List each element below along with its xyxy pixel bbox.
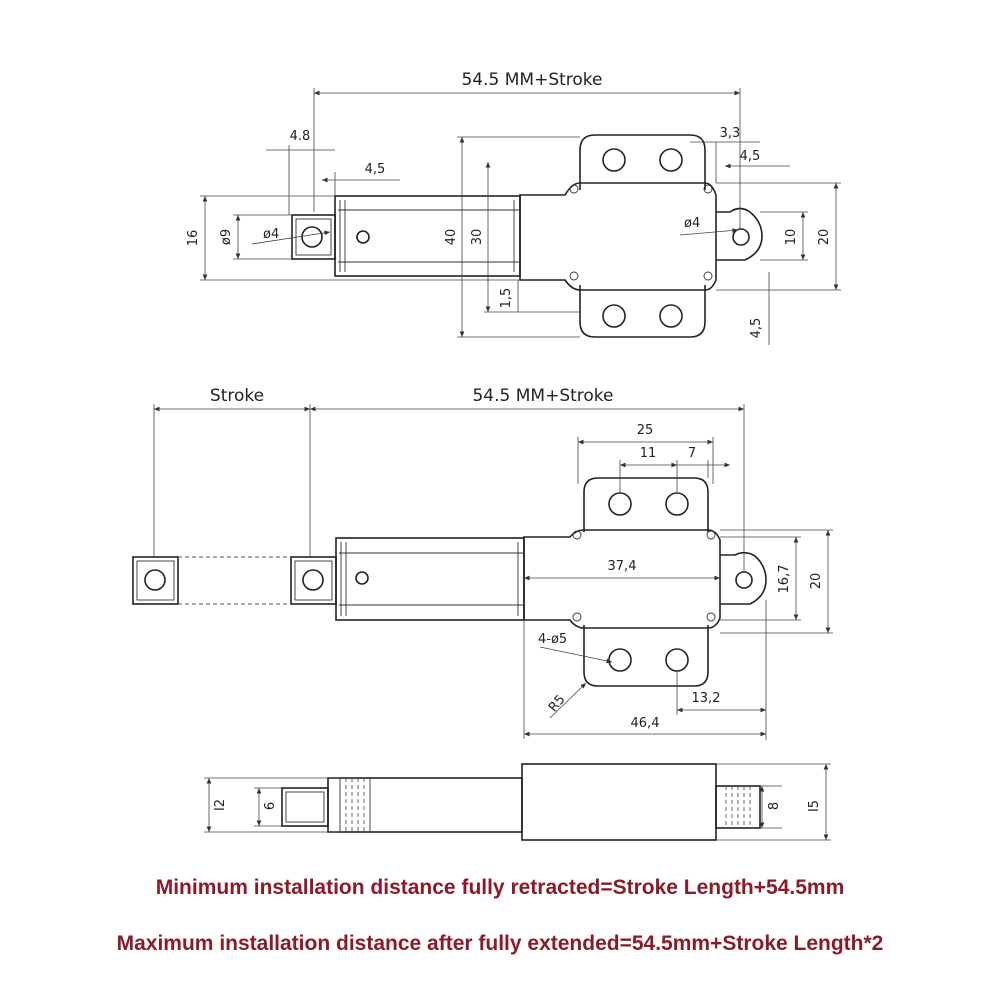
top-rod-housing [334, 195, 521, 277]
extended-view: Stroke 54.5 MM+Stroke 25 11 7 37,4 16,7 … [132, 386, 833, 740]
mount-hole [665, 492, 689, 516]
ext-rod-end-extended [132, 556, 179, 605]
mount-hole [665, 648, 689, 672]
ext-gearbox-body [523, 529, 721, 629]
dim-4-5-bottom: 4,5 [749, 318, 764, 339]
housing-hole [355, 571, 369, 585]
ext-bracket-lower [583, 625, 709, 687]
mount-hole [608, 648, 632, 672]
dim-25: 25 [637, 423, 654, 438]
side-rod-end [281, 787, 329, 827]
dim-stroke: Stroke [210, 386, 264, 406]
dim-12: I2 [213, 799, 228, 811]
dim-15: I5 [807, 800, 822, 812]
dim-7: 7 [688, 446, 696, 461]
ext-rear-eye [720, 551, 767, 605]
max-install-note: Maximum installation distance after full… [116, 932, 884, 955]
screw-icon [703, 184, 713, 194]
rear-eye-hole [735, 571, 753, 589]
screw-icon [572, 612, 582, 622]
dim-4-8: 4.8 [290, 129, 311, 144]
top-view: 54.5 MM+Stroke 4.8 4,5 16 ø9 ø4 40 30 1,… [186, 70, 841, 345]
screw-icon [706, 530, 716, 540]
dim-13-2: 13,2 [692, 691, 721, 706]
screw-icon [569, 184, 579, 194]
mount-hole [602, 304, 626, 328]
dim-8: 8 [767, 802, 782, 810]
mount-hole [602, 148, 626, 172]
side-rod-tube [327, 777, 523, 833]
screw-icon [569, 271, 579, 281]
side-view: I2 6 8 I5 [204, 763, 831, 841]
dim-1-5: 1,5 [499, 288, 514, 309]
dim-overall-top: 54.5 MM+Stroke [461, 70, 602, 90]
top-bracket-upper [579, 134, 706, 190]
ext-bracket-upper [583, 477, 709, 532]
rod-end-hole [302, 569, 324, 591]
dim-overall-ext: 54.5 MM+Stroke [472, 386, 613, 406]
screw-icon [572, 530, 582, 540]
dim-16: 16 [186, 230, 201, 247]
dim-37-4: 37,4 [608, 559, 637, 574]
dim-20: 20 [817, 229, 832, 246]
mount-hole [608, 492, 632, 516]
dim-4-5: 4,5 [365, 162, 386, 177]
dim-phi9: ø9 [219, 229, 234, 245]
dim-phi4-left: ø4 [263, 227, 279, 242]
dim-11: 11 [640, 446, 657, 461]
dim-4-5-right: 4,5 [740, 149, 761, 164]
housing-hole [356, 230, 370, 244]
rod-end-hole [144, 569, 166, 591]
dim-r5: R5 [546, 692, 569, 715]
mount-hole [659, 304, 683, 328]
side-gearbox [521, 763, 717, 841]
dim-holes: 4-ø5 [538, 632, 567, 647]
top-gearbox-body [519, 182, 717, 291]
dim-30: 30 [470, 229, 485, 246]
dim-20-ext: 20 [809, 573, 824, 590]
top-rod-end [291, 214, 336, 260]
dim-46-4: 46,4 [631, 716, 660, 731]
dim-10: 10 [784, 229, 799, 246]
dim-40: 40 [444, 229, 459, 246]
ext-rod-housing [335, 537, 525, 621]
dim-3-3: 3,3 [720, 126, 741, 141]
mount-hole [659, 148, 683, 172]
dim-16-7: 16,7 [777, 565, 792, 594]
screw-icon [703, 271, 713, 281]
ext-rod-end-retracted [290, 556, 337, 605]
dim-6: 6 [263, 802, 278, 810]
screw-icon [706, 612, 716, 622]
rod-end-hole [301, 226, 323, 248]
top-rear-eye [716, 207, 763, 261]
rear-eye-hole [732, 228, 750, 246]
top-bracket-lower [579, 285, 706, 338]
min-install-note: Minimum installation distance fully retr… [155, 876, 845, 899]
dim-phi4-right: ø4 [684, 216, 700, 231]
